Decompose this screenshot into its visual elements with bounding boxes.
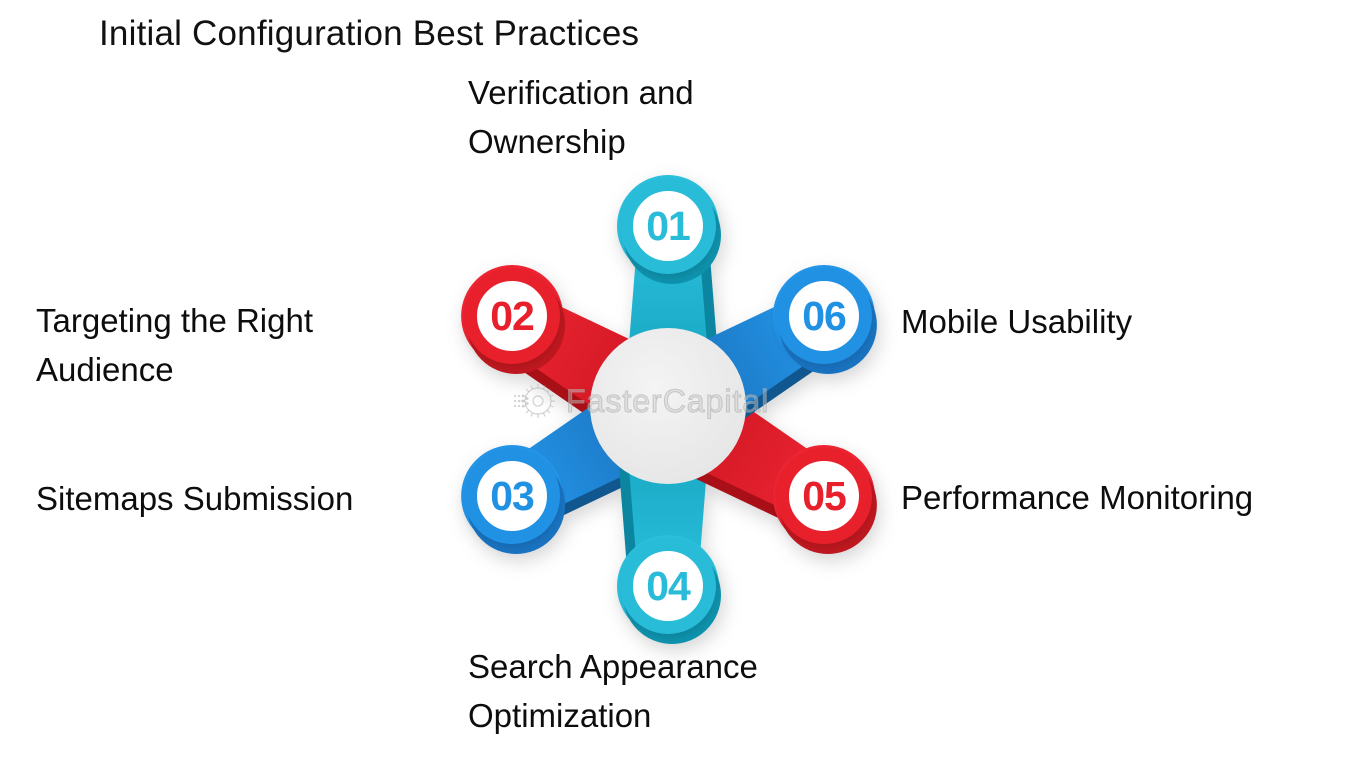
node-02-label: Targeting the Right Audience [36, 302, 314, 388]
node-05-badge: 05 [776, 448, 872, 544]
node-03-number: 03 [490, 472, 535, 519]
node-03-badge: 03 [464, 448, 560, 544]
node-01-badge: 01 [620, 178, 716, 274]
node-04-badge: 04 [620, 538, 716, 634]
node-02-badge: 02 [464, 268, 560, 364]
node-04-number: 04 [646, 562, 691, 609]
node-03-label: Sitemaps Submission [36, 480, 354, 517]
hub-center-circle [590, 328, 746, 484]
node-01-label: Verification and Ownership [468, 74, 694, 160]
node-06-badge: 06 [776, 268, 872, 364]
node-05-label: Performance Monitoring [901, 479, 1254, 516]
node-06-label: Mobile Usability [901, 303, 1133, 340]
node-04-label: Search Appearance Optimization [468, 648, 758, 734]
node-02-number: 02 [490, 292, 535, 339]
node-01-number: 01 [646, 202, 691, 249]
node-05-number: 05 [802, 472, 847, 519]
node-06-number: 06 [802, 292, 847, 339]
hub-center [590, 328, 746, 484]
page-title: Initial Configuration Best Practices [99, 14, 640, 53]
